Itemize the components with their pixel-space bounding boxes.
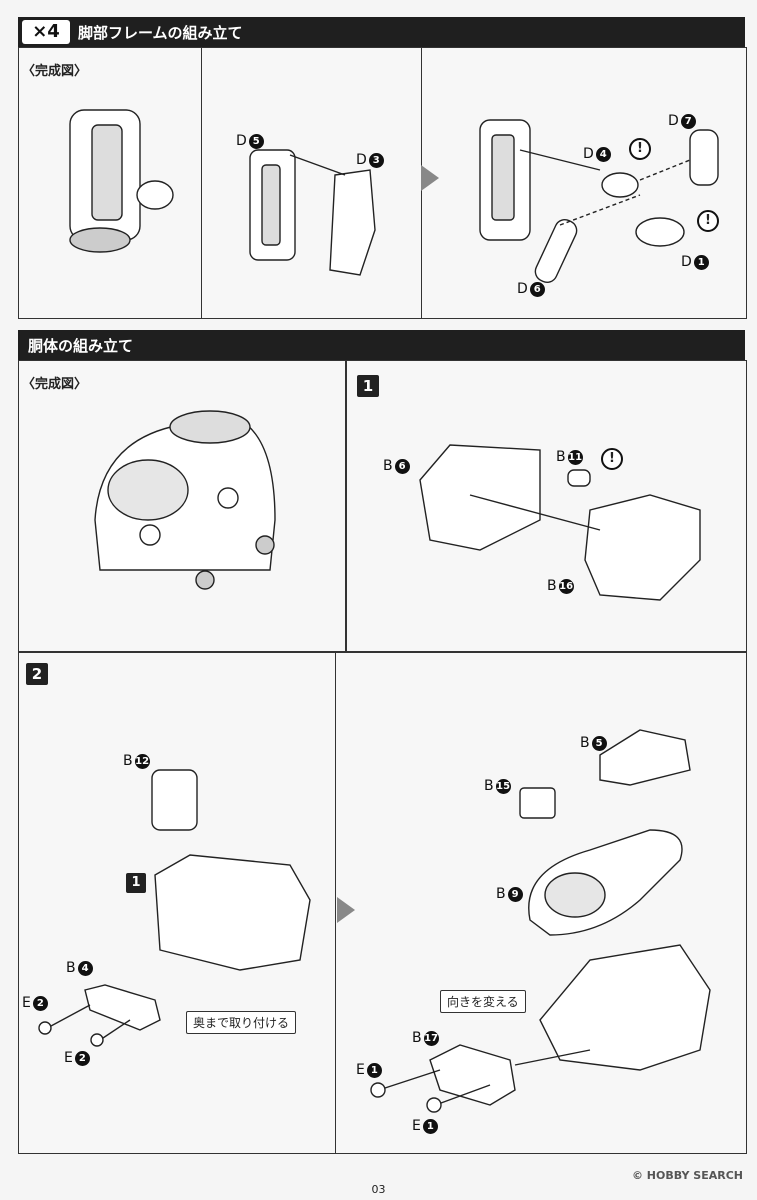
completed-label: 〈完成図〉 <box>22 64 88 79</box>
part-d7-illustration <box>689 129 719 186</box>
part-d4-illustration <box>601 172 639 198</box>
completed-label: 〈完成図〉 <box>22 377 88 392</box>
torso-assembly-illustration <box>539 944 711 1071</box>
part-b12-illustration <box>151 769 198 831</box>
part-b16-illustration <box>584 494 701 601</box>
part-d1-illustration <box>635 217 685 247</box>
part-b15-illustration <box>519 787 556 819</box>
part-b17-illustration <box>429 1044 516 1106</box>
part-b5-illustration <box>599 729 691 786</box>
page-number: 03 <box>371 1183 386 1196</box>
divider <box>335 653 336 1153</box>
section-header-torso: 胴体の組み立て <box>18 330 745 360</box>
section-header-leg-frame: ×4 脚部フレームの組み立て <box>18 17 745 47</box>
caution-icon: ! <box>601 447 623 470</box>
torso-frame-illustration <box>154 854 311 971</box>
caution-icon: ! <box>697 209 719 232</box>
step-number-badge: 1 <box>357 375 379 397</box>
part-d6-illustration <box>534 219 578 283</box>
part-d3-illustration <box>329 169 376 276</box>
section-title: 胴体の組み立て <box>28 337 134 355</box>
note-attach-fully: 奥まで取り付ける <box>186 1011 297 1034</box>
part-e1-illustration <box>426 1097 442 1113</box>
caution-icon: ! <box>629 137 651 160</box>
divider <box>201 48 202 318</box>
step-number-badge: 2 <box>26 663 48 685</box>
note-change-direction: 向きを変える <box>440 990 526 1013</box>
part-e2-illustration <box>38 1021 52 1035</box>
part-e2-illustration <box>90 1033 104 1047</box>
part-b4-illustration <box>84 984 161 1031</box>
part-e1-illustration <box>370 1082 386 1098</box>
next-step-arrow-icon <box>421 165 439 191</box>
section-title: 脚部フレームの組み立て <box>78 24 243 42</box>
part-b11-illustration <box>567 469 591 487</box>
watermark: © HOBBY SEARCH <box>631 1169 743 1182</box>
next-step-arrow-icon <box>337 897 355 923</box>
sub-step-badge: 1 <box>126 873 146 893</box>
multiplier-badge: ×4 <box>22 20 70 44</box>
